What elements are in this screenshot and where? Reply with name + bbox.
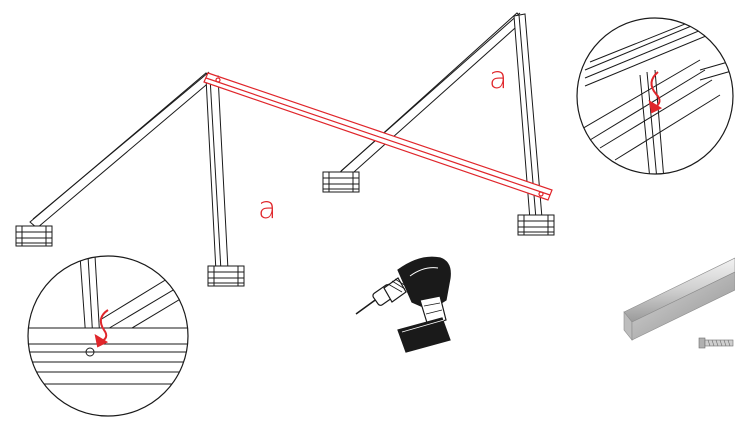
cordless-drill-icon bbox=[355, 256, 451, 353]
left-post-foot bbox=[207, 265, 245, 287]
left-rafter bbox=[29, 71, 213, 229]
aluminium-angle-profile-icon bbox=[623, 257, 735, 341]
rotate-arrow-icon bbox=[94, 309, 109, 348]
detail-view-top-right bbox=[576, 17, 734, 175]
rotate-arrow-icon bbox=[648, 71, 663, 114]
right-rafter-foot bbox=[322, 171, 360, 193]
crossbar-label-left: a bbox=[258, 191, 276, 226]
left-frame bbox=[15, 71, 245, 287]
diagonal-crossbar bbox=[203, 72, 553, 201]
left-post bbox=[205, 75, 229, 273]
left-rafter-foot bbox=[15, 225, 53, 247]
crossbar-label-right: a bbox=[489, 61, 507, 96]
detail-view-bottom-left bbox=[27, 255, 189, 417]
self-tapping-screw-icon bbox=[698, 337, 734, 349]
right-post-foot bbox=[517, 214, 555, 236]
